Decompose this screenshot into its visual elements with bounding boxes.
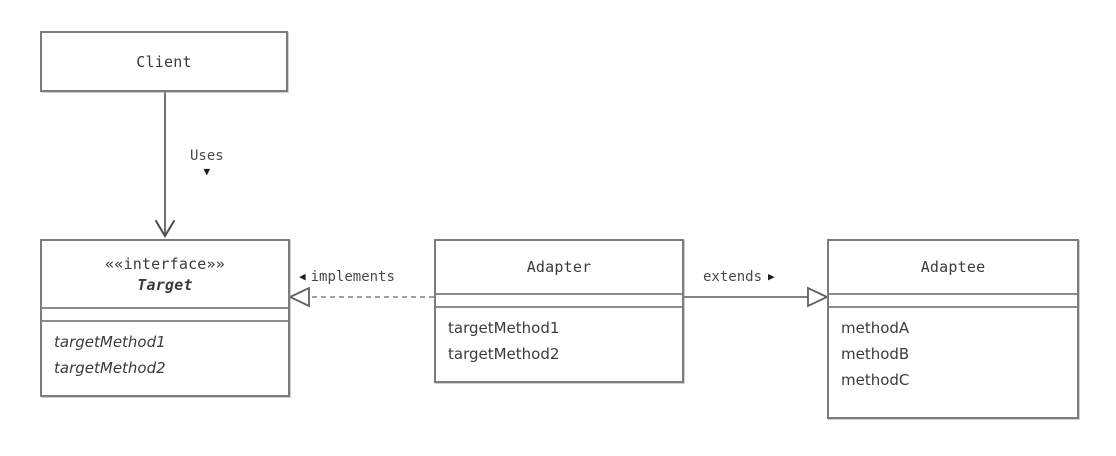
edge-uses (155, 92, 175, 238)
class-title-target: ««interface»» Target (42, 241, 288, 307)
attributes-compartment-adaptee (829, 295, 1077, 306)
methods-compartment-target: targetMethod1 targetMethod2 (42, 322, 288, 387)
edge-label-uses: Uses ▼ (190, 147, 224, 178)
triangle-left-icon: ◀ (299, 270, 306, 283)
method-item: targetMethod1 (448, 319, 560, 337)
class-title-adaptee: Adaptee (829, 241, 1077, 293)
method-item: methodB (841, 345, 910, 363)
triangle-down-icon: ▼ (203, 165, 211, 178)
edge-label-uses-text: Uses (190, 148, 224, 164)
edge-label-implements-text: implements (310, 269, 395, 285)
compartment-separator (436, 293, 682, 295)
compartment-separator (42, 307, 288, 309)
class-title-client: Client (42, 33, 286, 90)
class-box-adaptee[interactable]: Adaptee methodA methodB methodC (827, 239, 1079, 419)
class-box-target[interactable]: ««interface»» Target targetMethod1 targe… (40, 239, 290, 397)
edge-label-extends-text: extends (703, 269, 763, 285)
edge-implements (287, 286, 434, 308)
method-item: methodC (841, 371, 910, 389)
compartment-separator (436, 306, 682, 308)
method-item: methodA (841, 319, 910, 337)
triangle-right-icon: ▶ (768, 270, 775, 283)
edge-label-extends: extends ▶ (700, 268, 778, 286)
edge-extends (684, 286, 830, 308)
class-stereotype-target: ««interface»» (105, 255, 225, 273)
compartment-separator (829, 293, 1077, 295)
method-item: targetMethod2 (448, 345, 560, 363)
compartment-separator (42, 320, 288, 322)
edge-label-implements: ◀ implements (296, 268, 398, 286)
class-name-target: Target (137, 276, 193, 294)
class-title-adapter: Adapter (436, 241, 682, 293)
attributes-compartment-target (42, 309, 288, 320)
class-name-adaptee: Adaptee (920, 258, 986, 276)
methods-compartment-adapter: targetMethod1 targetMethod2 (436, 308, 682, 373)
class-box-client[interactable]: Client (40, 31, 288, 92)
attributes-compartment-adapter (436, 295, 682, 306)
method-item: targetMethod1 (54, 333, 166, 351)
methods-compartment-adaptee: methodA methodB methodC (829, 308, 1077, 399)
method-item: targetMethod2 (54, 359, 166, 377)
compartment-separator (829, 306, 1077, 308)
class-box-adapter[interactable]: Adapter targetMethod1 targetMethod2 (434, 239, 684, 383)
class-name-adapter: Adapter (526, 258, 592, 276)
class-name-client: Client (136, 52, 192, 71)
